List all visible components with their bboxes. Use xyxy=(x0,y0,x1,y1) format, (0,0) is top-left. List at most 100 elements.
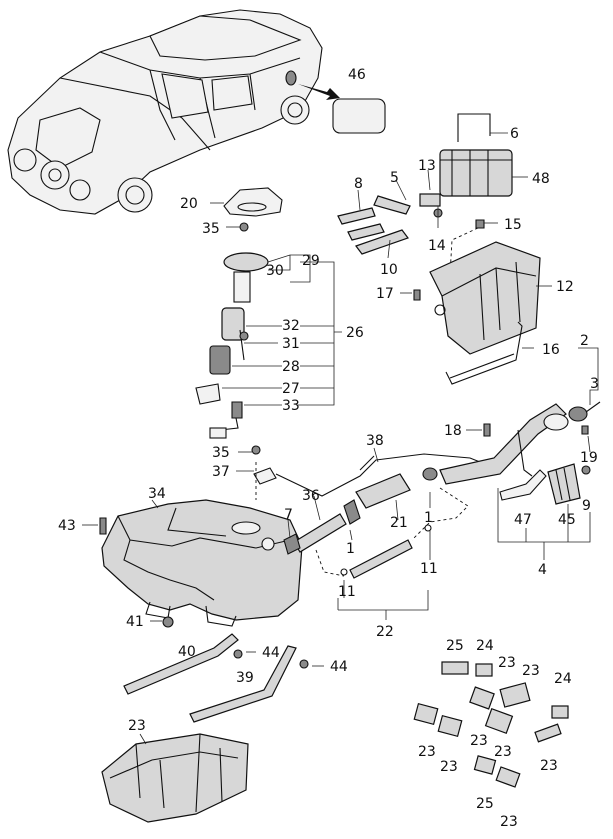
callout-18: 18 xyxy=(444,423,462,439)
part-19-screw xyxy=(581,425,589,435)
callout-9: 9 xyxy=(582,498,591,514)
vehicle-illustration xyxy=(7,9,340,215)
callout-35-mid: 35 xyxy=(212,445,230,461)
callout-32: 32 xyxy=(282,318,300,334)
callout-31: 31 xyxy=(282,336,300,352)
part-30-pump-flange xyxy=(223,252,269,272)
callout-4: 4 xyxy=(538,562,547,578)
callout-29: 29 xyxy=(302,253,320,269)
part-5-hose xyxy=(373,195,411,215)
part-21-filler-hose xyxy=(355,473,411,509)
part-43-bolt xyxy=(99,517,107,535)
part-22-breather-tube xyxy=(349,539,413,579)
callout-8: 8 xyxy=(354,176,363,192)
part-33-harness xyxy=(231,401,243,419)
callout-23-f: 23 xyxy=(494,744,512,760)
callout-34: 34 xyxy=(148,486,166,502)
part-12-canister-bracket xyxy=(429,241,541,355)
callout-23-a: 23 xyxy=(498,655,516,671)
callout-1-right: 1 xyxy=(424,510,433,526)
callout-17: 17 xyxy=(376,286,394,302)
callout-23-b: 23 xyxy=(522,663,540,679)
part-39-tank-band xyxy=(189,645,297,723)
callout-2: 2 xyxy=(580,333,589,349)
callout-22: 22 xyxy=(376,624,394,640)
callout-37: 37 xyxy=(212,464,230,480)
canister-assembly xyxy=(337,113,513,311)
part-25-pad xyxy=(441,661,469,675)
callout-13: 13 xyxy=(418,158,436,174)
callout-15: 15 xyxy=(504,217,522,233)
part-44-bolt-a xyxy=(233,649,243,659)
callout-21: 21 xyxy=(390,515,408,531)
callout-41: 41 xyxy=(126,614,144,630)
callout-23-c: 23 xyxy=(418,744,436,760)
callout-14: 14 xyxy=(428,238,446,254)
callout-40: 40 xyxy=(178,644,196,660)
callout-11-right: 11 xyxy=(420,561,438,577)
callout-25-bottom: 23 xyxy=(540,758,558,774)
callout-47: 47 xyxy=(514,512,532,528)
callout-23-h: 23 xyxy=(500,814,518,830)
callout-33: 33 xyxy=(282,398,300,414)
callout-7: 7 xyxy=(284,507,293,523)
part-8-hose xyxy=(337,207,376,225)
callout-38: 38 xyxy=(366,433,384,449)
callout-43: 43 xyxy=(58,518,76,534)
callout-48: 48 xyxy=(532,171,550,187)
part-10-hose xyxy=(355,229,409,255)
callout-39: 39 xyxy=(236,670,254,686)
part-38-vent-tube xyxy=(275,453,491,497)
part-45-protector xyxy=(547,463,581,505)
part-44-bolt-b xyxy=(299,659,309,669)
callout-20: 20 xyxy=(180,196,198,212)
part-23-pad xyxy=(499,682,531,708)
part-32-filter xyxy=(221,307,245,341)
callout-42: 23 xyxy=(128,718,146,734)
callout-26: 26 xyxy=(346,325,364,341)
part-48-canister xyxy=(439,149,513,197)
part-24-pad xyxy=(475,663,493,677)
callout-44-left: 44 xyxy=(262,645,280,661)
part-16-stay xyxy=(445,321,523,385)
callout-10: 10 xyxy=(380,262,398,278)
callout-16: 16 xyxy=(542,342,560,358)
part-17-bolt xyxy=(413,289,421,301)
callout-28: 28 xyxy=(282,359,300,375)
part-40-tank-band xyxy=(123,633,239,695)
callout-23-d: 23 xyxy=(440,759,458,775)
pads-group xyxy=(413,661,569,788)
callout-5: 5 xyxy=(390,170,399,186)
callout-36: 36 xyxy=(302,488,320,504)
callout-23-g: 25 xyxy=(476,796,494,812)
part-37-valve xyxy=(253,467,277,485)
callout-35-top: 35 xyxy=(202,221,220,237)
part-28-pump xyxy=(209,345,231,375)
leader-lines xyxy=(82,132,599,745)
callout-24-top: 24 xyxy=(476,638,494,654)
part-41-nut xyxy=(162,616,174,628)
fuel-pump-module xyxy=(195,187,283,439)
callout-1-left: 1 xyxy=(346,541,355,557)
part-27-sender xyxy=(195,383,221,405)
part-9-clip xyxy=(581,465,591,475)
callout-46: 46 xyxy=(348,67,366,83)
part-47-bracket xyxy=(499,469,547,501)
part-34-fuel-tank xyxy=(101,499,303,621)
callout-11-left: 11 xyxy=(338,584,356,600)
part-15-bolt xyxy=(475,219,485,229)
callout-44-right: 44 xyxy=(330,659,348,675)
part-46-fuel-door-label xyxy=(332,98,386,134)
callout-labels: 46 6 48 13 5 8 15 14 10 12 17 16 2 3 20 … xyxy=(58,67,599,830)
callout-23-e: 23 xyxy=(470,733,488,749)
callout-12: 12 xyxy=(556,279,574,295)
part-6-canister-strap xyxy=(457,113,491,142)
callout-3: 3 xyxy=(590,376,599,392)
callout-24-right: 24 xyxy=(554,671,572,687)
callout-45: 45 xyxy=(558,512,576,528)
callout-25-top: 25 xyxy=(446,638,464,654)
part-18-bolt xyxy=(483,423,491,437)
part-filler-neck xyxy=(439,403,567,485)
callout-27: 27 xyxy=(282,381,300,397)
